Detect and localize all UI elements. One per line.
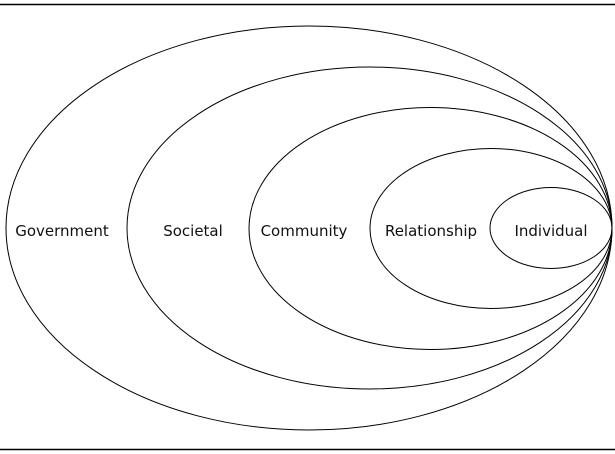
label-community: Community: [261, 222, 348, 240]
ellipse-individual: [489, 187, 613, 269]
label-individual: Individual: [514, 222, 587, 240]
label-government: Government: [15, 222, 109, 240]
label-relationship: Relationship: [385, 222, 477, 240]
label-societal: Societal: [163, 222, 223, 240]
